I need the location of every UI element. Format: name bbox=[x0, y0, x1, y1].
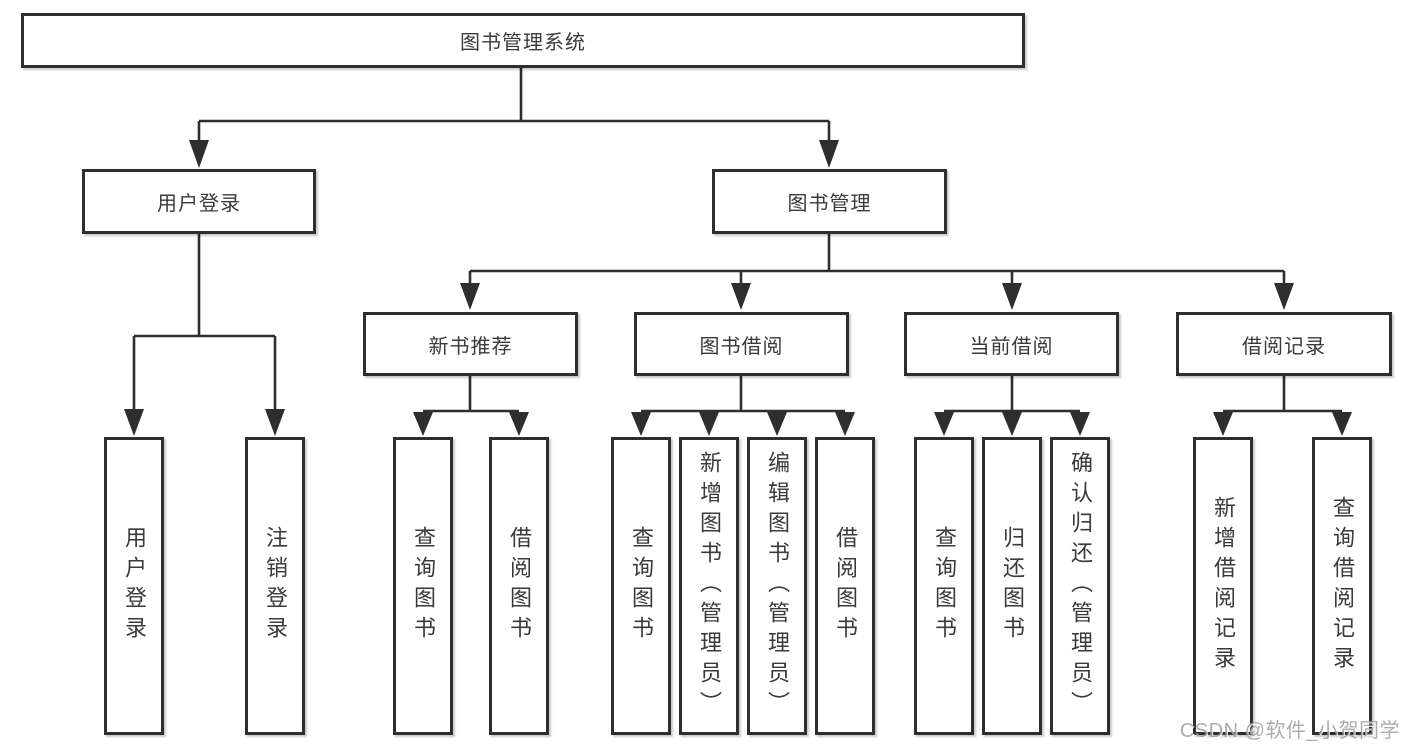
node-user-login: 用户登录 bbox=[82, 169, 316, 234]
connector-user-login-children bbox=[124, 234, 285, 436]
node-root: 图书管理系统 bbox=[21, 13, 1025, 68]
leaf-add-borrow-record: 新增借阅记录 bbox=[1193, 437, 1253, 735]
leaf-edit-books-admin: 编辑图书（管理员） bbox=[747, 437, 807, 735]
connector-current-borrowing-children bbox=[934, 376, 1090, 436]
leaf-query-borrow-record: 查询借阅记录 bbox=[1312, 437, 1372, 735]
leaf-return-books: 归还图书 bbox=[982, 437, 1042, 735]
node-new-book-recommend: 新书推荐 bbox=[363, 312, 578, 376]
connector-new-book-children bbox=[413, 376, 529, 436]
node-book-borrowing: 图书借阅 bbox=[634, 312, 849, 376]
leaf-logout: 注销登录 bbox=[245, 437, 305, 735]
leaf-borrow-books-borrowing: 借阅图书 bbox=[815, 437, 875, 735]
leaf-query-books-recommend: 查询图书 bbox=[393, 437, 453, 735]
node-borrowing-records: 借阅记录 bbox=[1176, 312, 1392, 376]
connector-borrowing-records-children bbox=[1213, 376, 1352, 436]
leaf-user-login: 用户登录 bbox=[104, 437, 164, 735]
leaf-borrow-books-recommend: 借阅图书 bbox=[489, 437, 549, 735]
leaf-add-books-admin: 新增图书（管理员） bbox=[679, 437, 739, 735]
node-book-management: 图书管理 bbox=[712, 169, 947, 234]
connector-book-borrowing-children bbox=[631, 376, 855, 436]
leaf-confirm-return-admin: 确认归还（管理员） bbox=[1050, 437, 1110, 735]
node-current-borrowing: 当前借阅 bbox=[904, 312, 1119, 376]
leaf-query-books-current: 查询图书 bbox=[914, 437, 974, 735]
connector-book-management-children bbox=[460, 234, 1294, 310]
leaf-query-books-borrowing: 查询图书 bbox=[611, 437, 671, 735]
connector-root-to-level2 bbox=[189, 68, 839, 168]
csdn-watermark: CSDN @软件_小贺同学 bbox=[1179, 720, 1400, 742]
